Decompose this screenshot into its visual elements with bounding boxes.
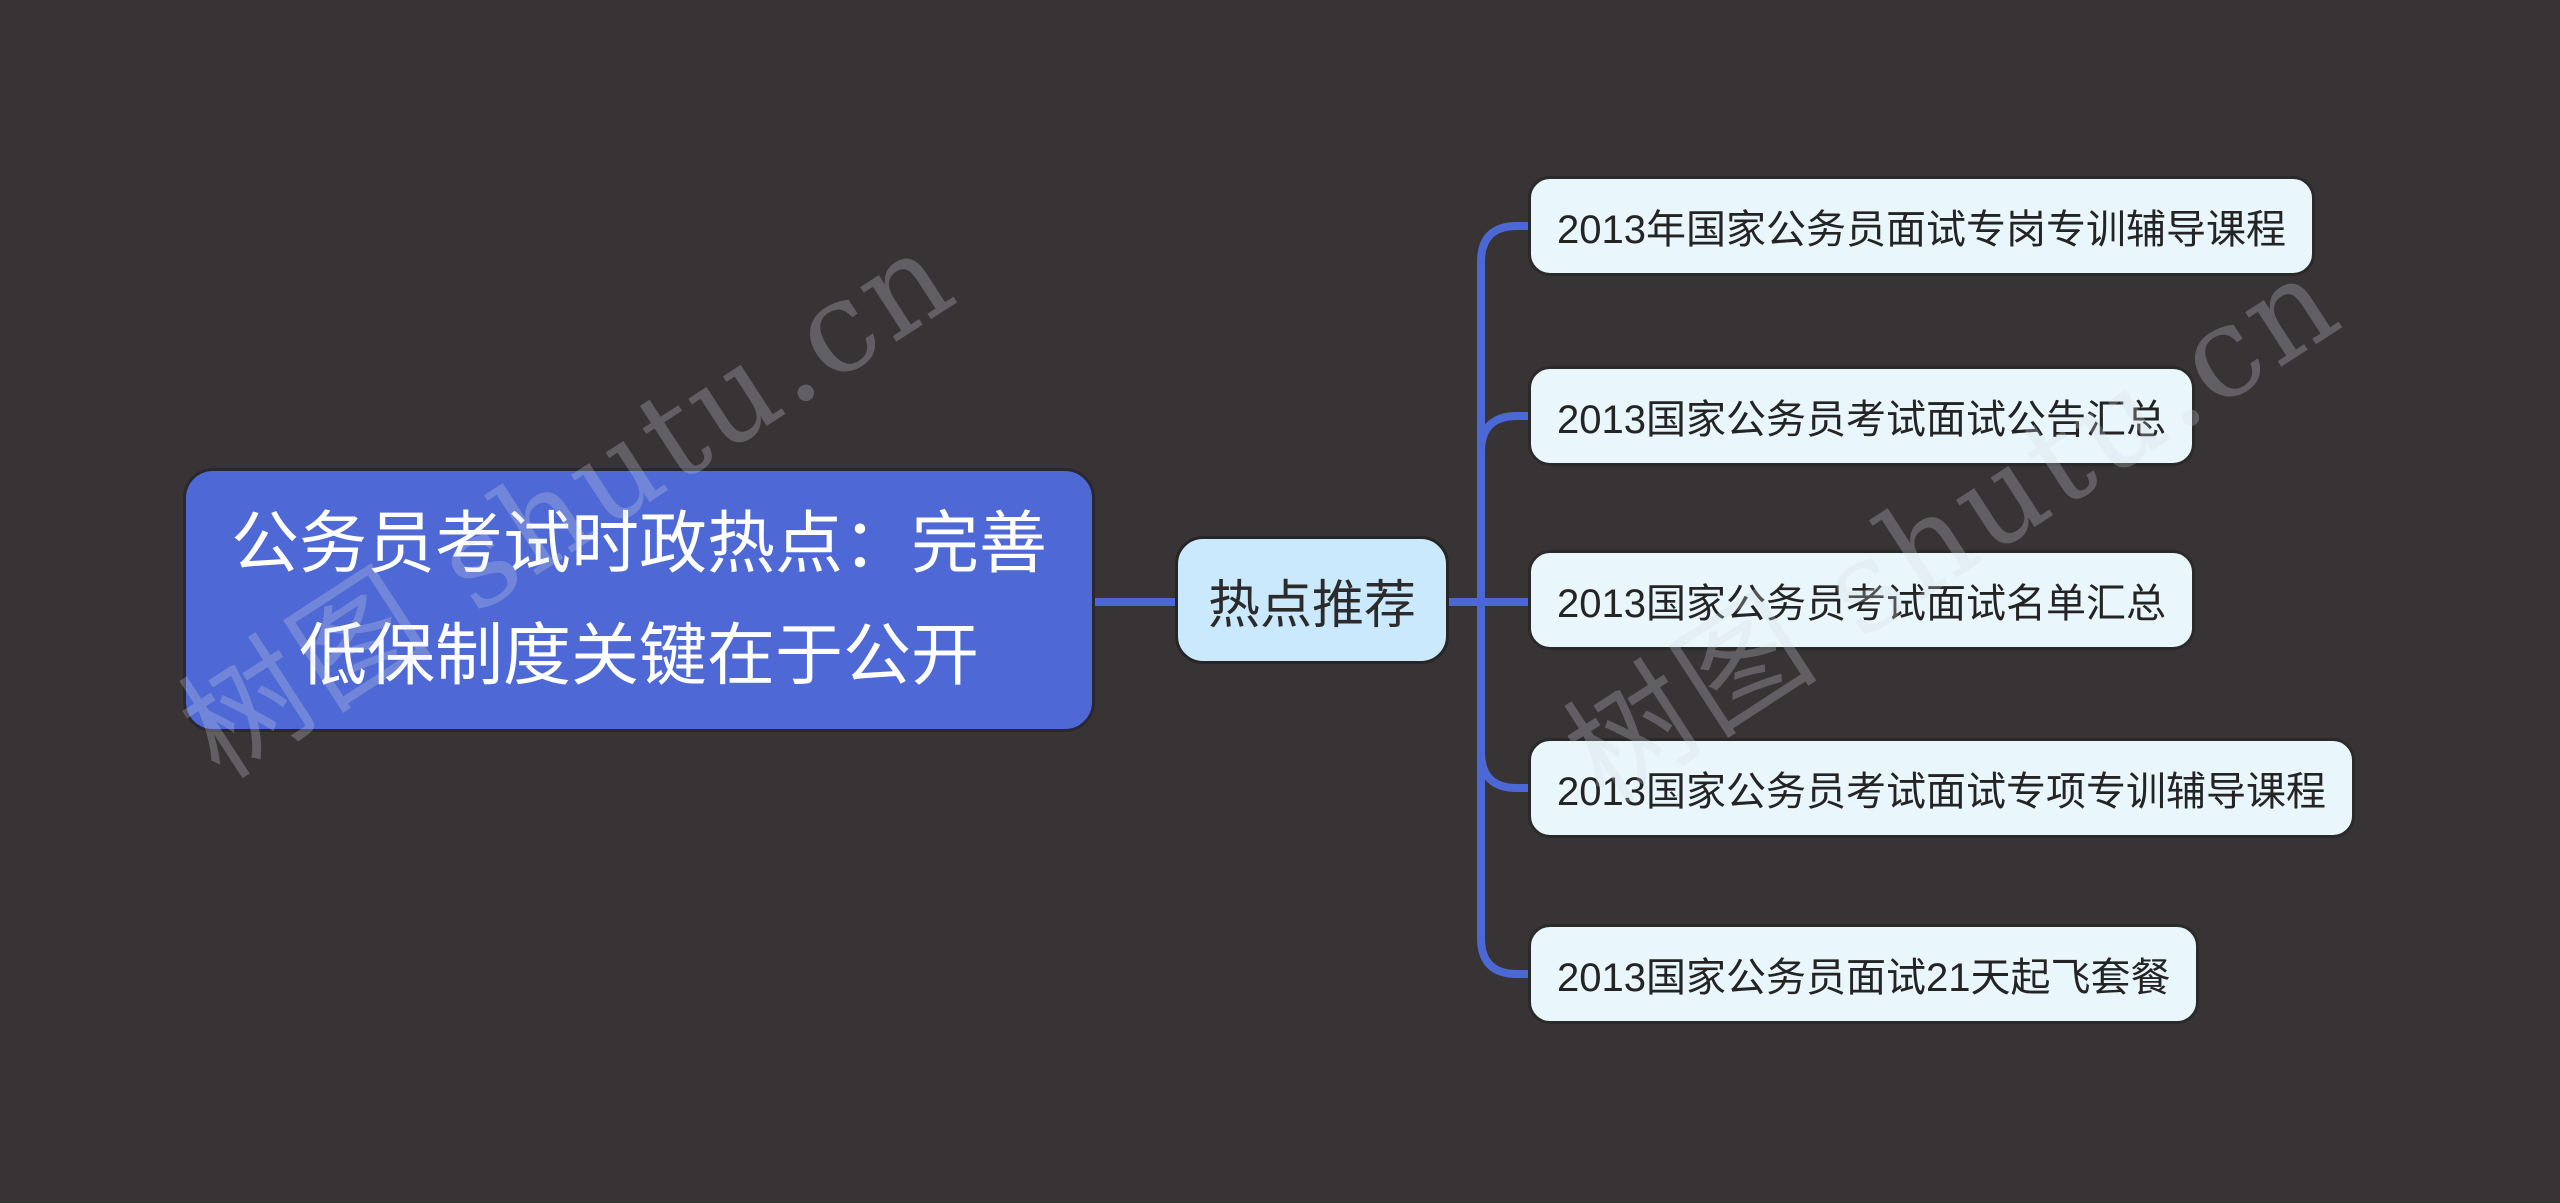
branch-node-label: 热点推荐	[1208, 576, 1417, 635]
leaf-node-4[interactable]: 2013国家公务员考试面试专项专训辅导课程	[1528, 738, 2355, 838]
connector-spur-leaf-2	[1477, 412, 1534, 456]
branch-node-hot-recommend[interactable]: 热点推荐	[1175, 536, 1450, 664]
root-topic-node[interactable]: 公务员考试时政热点：完善低保制度关键在于公开	[183, 468, 1095, 732]
leaf-node-5[interactable]: 2013国家公务员面试21天起飞套餐	[1528, 924, 2200, 1024]
leaf-node-3[interactable]: 2013国家公务员考试面试名单汇总	[1528, 550, 2195, 650]
leaf-node-3-label: 2013国家公务员考试面试名单汇总	[1557, 582, 2166, 626]
root-topic-label: 公务员考试时政热点：完善低保制度关键在于公开	[230, 506, 1047, 694]
connector-trunk-lower	[1477, 598, 1534, 978]
leaf-node-4-label: 2013国家公务员考试面试专项专训辅导课程	[1557, 770, 2326, 814]
leaf-node-2-label: 2013国家公务员考试面试公告汇总	[1557, 398, 2166, 442]
leaf-node-2[interactable]: 2013国家公务员考试面试公告汇总	[1528, 366, 2195, 466]
leaf-node-1[interactable]: 2013年国家公务员面试专岗专训辅导课程	[1528, 176, 2315, 276]
leaf-node-5-label: 2013国家公务员面试21天起飞套餐	[1557, 956, 2171, 1000]
leaf-node-1-label: 2013年国家公务员面试专岗专训辅导课程	[1557, 208, 2286, 252]
connector-spur-leaf-4	[1477, 748, 1534, 792]
connector-trunk-upper	[1477, 222, 1534, 606]
